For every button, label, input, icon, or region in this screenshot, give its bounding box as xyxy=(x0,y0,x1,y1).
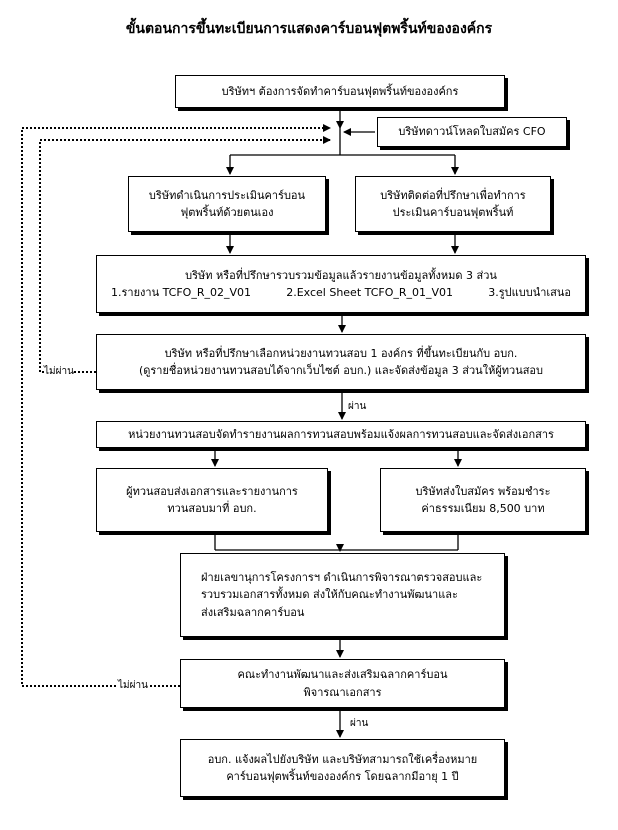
step-consultant-assessment: บริษัทติดต่อที่ปรึกษาเพื่อทำการ ประเมินค… xyxy=(355,176,551,232)
secretariat-line-2: รวบรวมเอกสารทั้งหมด ส่งให้กับคณะทำงานพัฒ… xyxy=(201,588,458,602)
committee-line-2: พิจารณาเอกสาร xyxy=(303,685,382,699)
step-result-notification: อบก. แจ้งผลไปยังบริษัท และบริษัทสามารถใช… xyxy=(180,739,505,797)
select-verifier-line-2: (ดูรายชื่อหน่วยงานทวนสอบได้จากเว็บไซต์ อ… xyxy=(138,364,544,377)
step-verifier-report: หน่วยงานทวนสอบจัดทำรายงานผลการทวนสอบพร้อ… xyxy=(96,421,586,448)
step-company-need-text: บริษัทฯ ต้องการจัดทำคาร์บอนฟุตพริ้นท์ของ… xyxy=(221,84,459,98)
consultant-assess-line-1: บริษัทติดต่อที่ปรึกษาเพื่อทำการ xyxy=(380,188,526,202)
self-assess-line-1: บริษัทดำเนินการประเมินคาร์บอน xyxy=(148,188,306,202)
company-submit-line-2: ค่าธรรมเนียม 8,500 บาท xyxy=(421,502,545,515)
collect-info-item: 3.รูปแบบนำเสนอ xyxy=(488,286,571,299)
self-assess-line-2: ฟุตพริ้นท์ด้วยตนเอง xyxy=(180,206,274,219)
step-company-need: บริษัทฯ ต้องการจัดทำคาร์บอนฟุตพริ้นท์ของ… xyxy=(175,75,505,108)
company-submit-line-1: บริษัทส่งใบสมัคร พร้อมชำระ xyxy=(415,484,551,498)
pass-label-1: ผ่าน xyxy=(348,401,367,412)
step-select-verifier: บริษัท หรือที่ปรึกษาเลือกหน่วยงานทวนสอบ … xyxy=(96,334,586,390)
secretariat-line-1: ฝ่ายเลขานุการโครงการฯ ดำเนินการพิจารณาตร… xyxy=(201,571,483,585)
step-company-submit: บริษัทส่งใบสมัคร พร้อมชำระ ค่าธรรมเนียม … xyxy=(380,468,586,532)
step-secretariat-review: ฝ่ายเลขานุการโครงการฯ ดำเนินการพิจารณาตร… xyxy=(180,553,505,637)
verifier-send-line-1: ผู้ทวนสอบส่งเอกสารและรายงานการ xyxy=(126,484,298,498)
collect-info-items: 1.รายงาน TCFO_R_02_V01 2.Excel Sheet TCF… xyxy=(103,284,579,301)
verifier-report-text: หน่วยงานทวนสอบจัดทำรายงานผลการทวนสอบพร้อ… xyxy=(128,427,554,441)
step-collect-info: บริษัท หรือที่ปรึกษารวบรวมข้อมูลแล้วรายง… xyxy=(96,255,586,313)
verifier-send-line-2: ทวนสอบมาที่ อบก. xyxy=(167,502,257,515)
result-line-1: อบก. แจ้งผลไปยังบริษัท และบริษัทสามารถใช… xyxy=(207,752,478,766)
step-download-form: บริษัทดาวน์โหลดใบสมัคร CFO xyxy=(377,117,567,147)
fail-label-2: ไม่ผ่าน xyxy=(118,678,148,693)
step-download-form-text: บริษัทดาวน์โหลดใบสมัคร CFO xyxy=(398,125,546,139)
secretariat-line-3: ส่งเสริมฉลากคาร์บอน xyxy=(201,605,305,619)
collect-info-item: 2.Excel Sheet TCFO_R_01_V01 xyxy=(286,286,454,299)
fail-label-1: ไม่ผ่าน xyxy=(44,364,74,379)
step-verifier-send-docs: ผู้ทวนสอบส่งเอกสารและรายงานการ ทวนสอบมาท… xyxy=(96,468,328,532)
collect-info-item: 1.รายงาน TCFO_R_02_V01 xyxy=(111,286,251,299)
select-verifier-line-1: บริษัท หรือที่ปรึกษาเลือกหน่วยงานทวนสอบ … xyxy=(164,346,518,360)
step-committee-review: คณะทำงานพัฒนาและส่งเสริมฉลากคาร์บอน พิจา… xyxy=(180,659,505,708)
result-line-2: คาร์บอนฟุตพริ้นท์ขององค์กร โดยฉลากมีอายุ… xyxy=(226,770,459,783)
step-self-assessment: บริษัทดำเนินการประเมินคาร์บอน ฟุตพริ้นท์… xyxy=(128,176,326,232)
consultant-assess-line-2: ประเมินคาร์บอนฟุตพริ้นท์ xyxy=(392,206,514,219)
collect-info-line: บริษัท หรือที่ปรึกษารวบรวมข้อมูลแล้วรายง… xyxy=(185,268,497,282)
committee-line-1: คณะทำงานพัฒนาและส่งเสริมฉลากคาร์บอน xyxy=(237,668,448,682)
page-title: ขั้นตอนการขึ้นทะเบียนการแสดงคาร์บอนฟุตพร… xyxy=(125,21,493,37)
pass-label-2: ผ่าน xyxy=(350,718,369,729)
